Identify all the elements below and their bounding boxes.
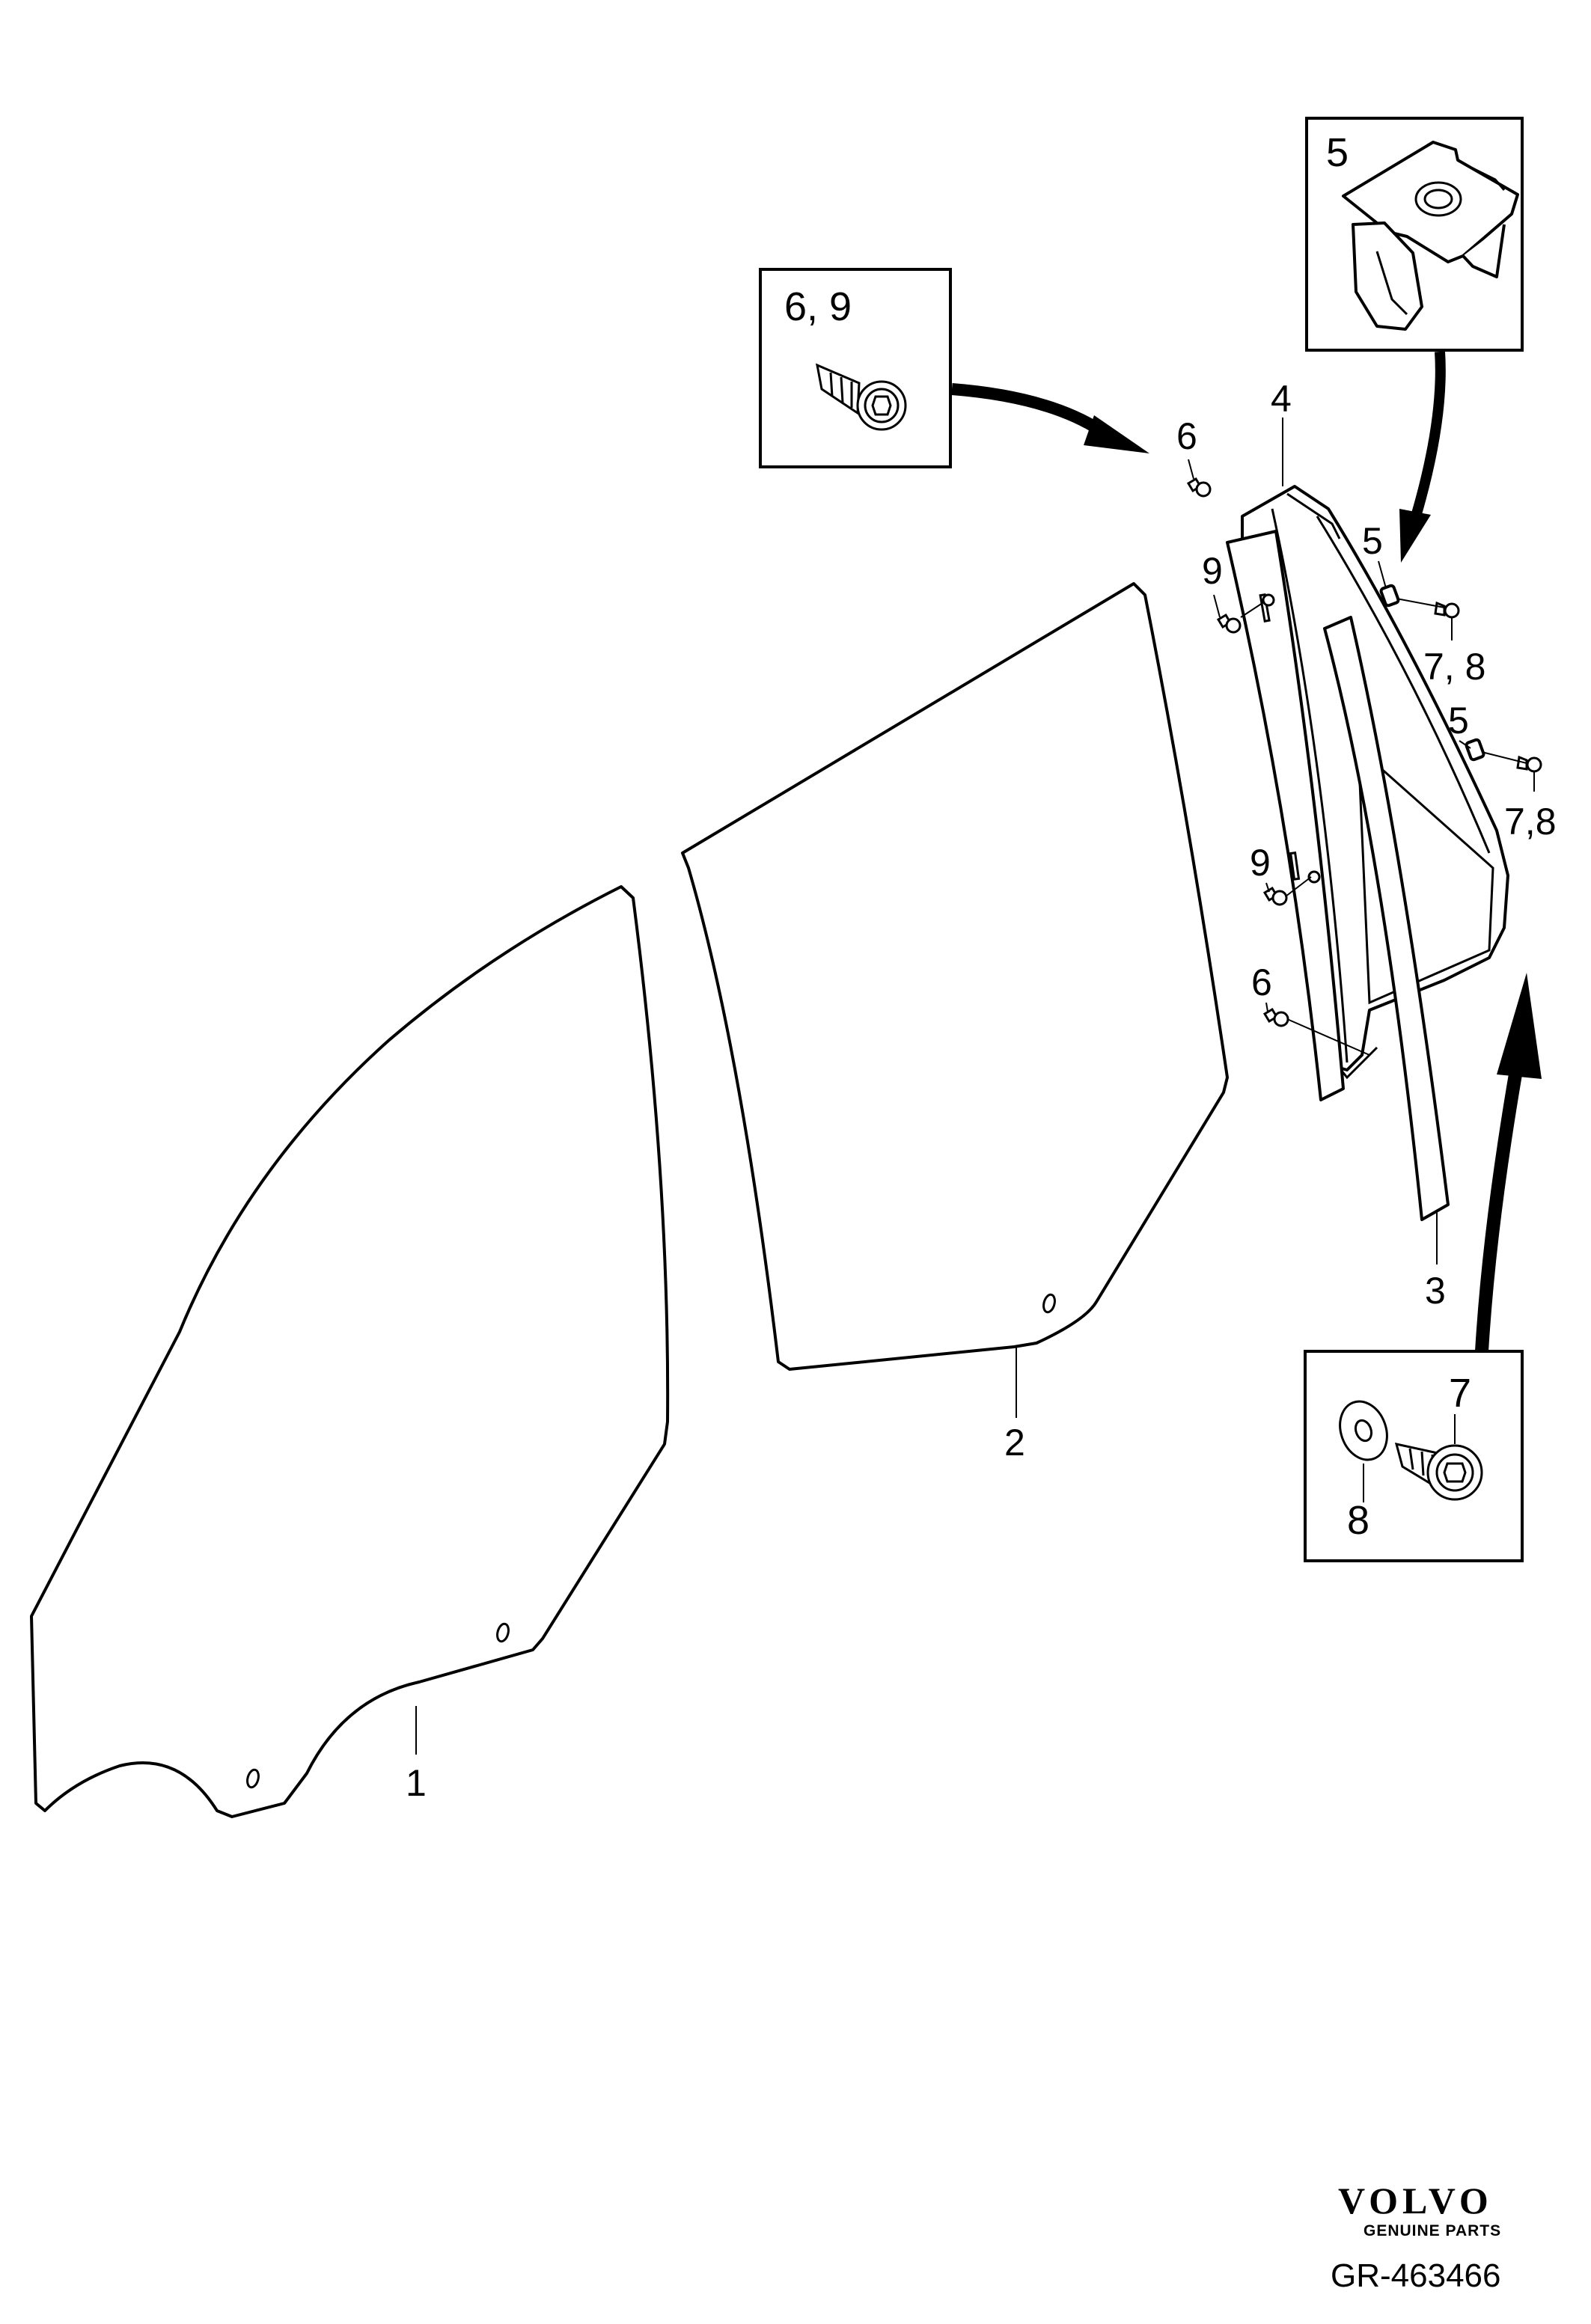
mount-hole [496,1622,510,1643]
callout-6-bottom: 6 [1251,961,1272,1003]
callout-9-mid: 9 [1250,842,1271,884]
reference-number: GR-463466 [1331,2257,1500,2294]
washer-icon [1339,1400,1388,1461]
callout-7-8-bottom: 7,8 [1504,801,1557,843]
callout-4: 4 [1271,378,1292,420]
inset-6-9-label: 6, 9 [784,284,852,329]
arrow-icon [951,383,1149,453]
callout-1: 1 [406,1762,427,1804]
logo-text: VOLVO [1338,2180,1493,2221]
front-door-glass [30,885,670,1818]
callout-5-top: 5 [1362,520,1383,562]
clip [1465,738,1485,762]
volvo-logo: VOLVO GENUINE PARTS [1338,2180,1501,2239]
callout-6-top: 6 [1176,415,1197,457]
mount-hole [246,1768,260,1789]
callout-9-top: 9 [1202,550,1223,592]
inset-screw-washer-7-8: 7 8 [1304,1350,1524,1562]
inset-5-label: 5 [1326,130,1349,175]
inset-7-label: 7 [1449,1371,1471,1416]
screw-icon [1434,601,1460,619]
inset-8-label: 8 [1347,1498,1369,1543]
screw-icon [1262,886,1288,906]
callout-2: 2 [1004,1422,1025,1464]
clip-icon [1342,141,1519,331]
inset-screw-6-9: 6, 9 [759,268,952,468]
side-frame-strip [1226,530,1345,1101]
clip [1379,584,1400,608]
callout-3: 3 [1425,1270,1446,1312]
rear-door-glass [681,582,1229,1371]
inset-clip-5: 5 [1305,117,1524,352]
screw-icon [1216,613,1242,634]
leader-lines [415,418,1535,1755]
torx-screw-icon [1394,1443,1483,1501]
seal-strip [1323,616,1450,1221]
screw-icon [1262,1007,1289,1027]
arrow-icon [1399,351,1446,563]
callout-7-8-top: 7, 8 [1423,646,1485,688]
screw-icon [1186,477,1212,498]
torx-screw-icon [816,363,907,431]
arrow-icon [1475,973,1542,1352]
screw-icon [1516,755,1542,773]
mount-hole [1042,1293,1056,1314]
logo-subtext: GENUINE PARTS [1364,2222,1501,2239]
callout-5-bottom: 5 [1448,700,1469,741]
